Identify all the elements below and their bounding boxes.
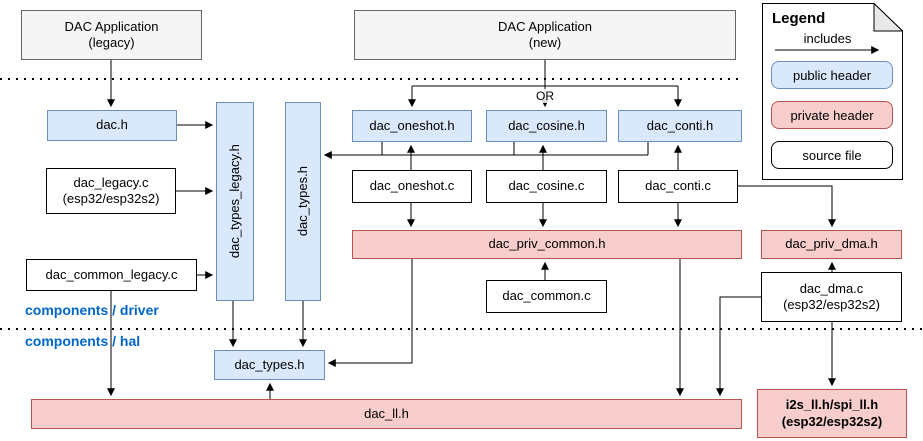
node-dac-conti-h: dac_conti.h: [618, 110, 742, 142]
node-dac-application-new: DAC Application (new): [354, 10, 736, 60]
node-dac-oneshot-c: dac_oneshot.c: [352, 170, 472, 203]
node-dac-application-legacy: DAC Application (legacy): [21, 10, 202, 60]
edge-dac-conti-c-to-priv-dma: [738, 185, 836, 228]
node-dac-dma-c: dac_dma.c (esp32/esp32s2): [761, 272, 902, 322]
legend-note-shape: [762, 3, 903, 180]
legend-private-header: private header: [771, 101, 893, 129]
node-dac-legacy-c: dac_legacy.c (esp32/esp32s2): [46, 168, 176, 214]
node-dac-types-h-driver-label: dac_types.h: [294, 166, 310, 237]
node-dac-cosine-h: dac_cosine.h: [486, 110, 607, 142]
node-dac-priv-common-h: dac_priv_common.h: [352, 230, 742, 259]
legend-public-header: public header: [771, 61, 893, 89]
node-dac-types-legacy-h: dac_types_legacy.h: [216, 102, 254, 301]
node-i2s-ll-spi-ll-h: i2s_ll.h/spi_ll.h (esp32/esp32s2): [757, 389, 907, 438]
legend-title: Legend: [772, 10, 826, 27]
node-dac-cosine-c: dac_cosine.c: [486, 170, 607, 203]
node-dac-ll-h: dac_ll.h: [31, 399, 742, 429]
node-dac-conti-c: dac_conti.c: [618, 170, 738, 203]
node-dac-common-c: dac_common.c: [486, 280, 607, 313]
node-dac-oneshot-h: dac_oneshot.h: [352, 110, 472, 142]
node-dac-priv-dma-h: dac_priv_dma.h: [761, 230, 902, 259]
legend: Legend includes public header private he…: [762, 3, 903, 180]
node-dac-types-h-driver: dac_types.h: [285, 102, 321, 301]
node-dac-common-legacy-c: dac_common_legacy.c: [26, 259, 197, 291]
node-dac-types-legacy-h-label: dac_types_legacy.h: [226, 144, 242, 259]
node-dac-h: dac.h: [47, 110, 177, 141]
or-label: OR: [535, 89, 555, 103]
legend-includes-label: includes: [803, 31, 852, 46]
node-dac-types-h-hal: dac_types.h: [214, 350, 325, 380]
legend-source-file: source file: [771, 141, 893, 169]
edge-dac-priv-common-h-to-dac-types-h-hal: [327, 259, 413, 367]
layer-label-components-driver: components / driver: [25, 302, 159, 318]
layer-label-components-hal: components / hal: [25, 333, 141, 349]
edge-dac-dma-c-to-dac-ll-h: [716, 296, 761, 397]
